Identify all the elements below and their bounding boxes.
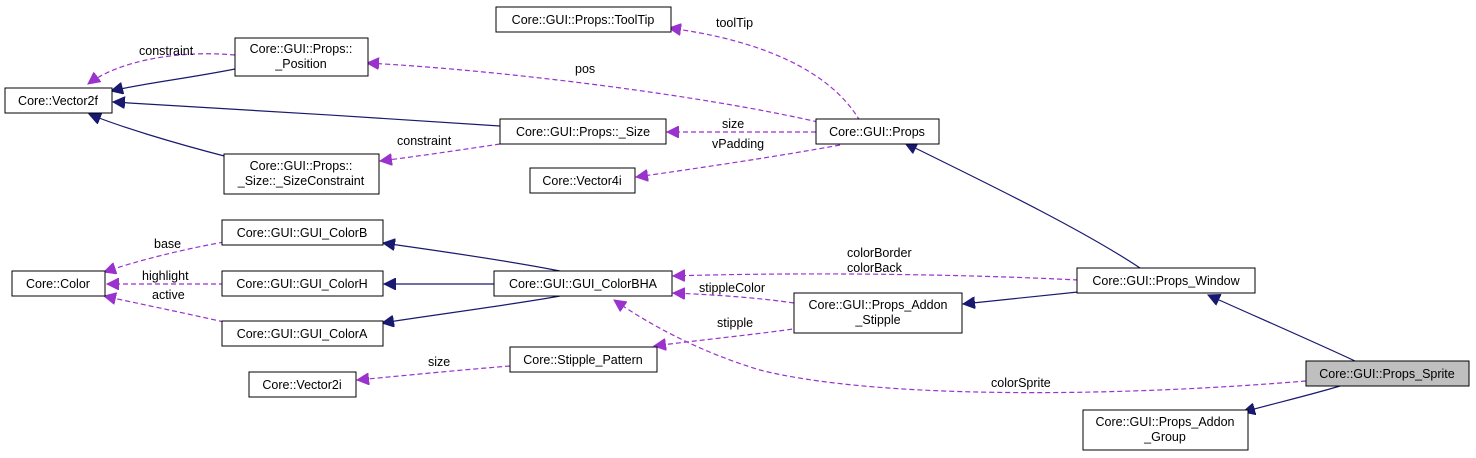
svg-text:Core::GUI::Props_Sprite: Core::GUI::Props_Sprite: [1319, 367, 1455, 381]
svg-text:Core::GUI::GUI_ColorB: Core::GUI::GUI_ColorB: [237, 226, 368, 240]
edge-sizeconstraint-to-vector2f: [89, 114, 229, 158]
edge-props-sprite-colorsprite: [614, 300, 1307, 394]
svg-text:Core::GUI::GUI_ColorBHA: Core::GUI::GUI_ColorBHA: [509, 277, 658, 291]
node-props[interactable]: Core::GUI::Props: [815, 118, 940, 145]
node-addon-group[interactable]: Core::GUI::Props_Addon _Group: [1082, 409, 1249, 451]
node-props-sprite[interactable]: Core::GUI::Props_Sprite: [1305, 360, 1470, 387]
svg-text:_Stipple: _Stipple: [854, 313, 900, 327]
edge-colora-active: [104, 296, 225, 323]
edge-position-to-vector2f: [111, 68, 236, 91]
edge-size-constraint: [380, 143, 501, 161]
edge-props-tooltip: [669, 28, 861, 122]
label-active: active: [152, 288, 185, 302]
svg-text:Core::GUI::Props::: Core::GUI::Props::: [250, 159, 353, 173]
label-color-sprite: colorSprite: [991, 376, 1051, 390]
edge-colorb-base: [104, 241, 225, 272]
label-pattern-size: size: [428, 355, 450, 369]
node-addon-stipple[interactable]: Core::GUI::Props_Addon _Stipple: [793, 292, 963, 334]
label-stipple: stipple: [717, 316, 753, 330]
edge-props-window-to-addon-stipple: [963, 291, 1079, 304]
edge-props-window-to-props: [905, 143, 1141, 269]
edge-addon-stipple-stipple: [654, 327, 801, 346]
svg-text:_Position: _Position: [274, 57, 326, 71]
node-colorb[interactable]: Core::GUI::GUI_ColorB: [221, 219, 384, 246]
svg-text:Core::GUI::Props::_Size: Core::GUI::Props::_Size: [516, 125, 650, 139]
svg-text:Core::GUI::GUI_ColorH: Core::GUI::GUI_ColorH: [236, 277, 367, 291]
label-pos: pos: [575, 62, 595, 76]
node-position[interactable]: Core::GUI::Props:: _Position: [234, 37, 369, 77]
node-colora[interactable]: Core::GUI::GUI_ColorA: [221, 320, 384, 347]
svg-text:Core::GUI::Props::ToolTip: Core::GUI::Props::ToolTip: [512, 13, 655, 27]
node-stipple-pattern[interactable]: Core::Stipple_Pattern: [509, 346, 658, 373]
svg-text:Core::GUI::Props_Addon: Core::GUI::Props_Addon: [809, 298, 948, 312]
label-highlight: highlight: [142, 269, 189, 283]
node-vector2i[interactable]: Core::Vector2i: [248, 371, 357, 398]
svg-text:Core::Stipple_Pattern: Core::Stipple_Pattern: [523, 353, 643, 367]
label-color-border: colorBorder: [847, 246, 912, 260]
svg-text:_Size::_SizeConstraint: _Size::_SizeConstraint: [237, 174, 365, 188]
node-colorbha[interactable]: Core::GUI::GUI_ColorBHA: [493, 270, 673, 297]
edge-stipple-pattern-size: [357, 365, 511, 380]
edge-position-constraint: [88, 53, 236, 84]
svg-text:Core::Color: Core::Color: [26, 277, 90, 291]
label-size-constraint: constraint: [397, 134, 452, 148]
edge-addon-stipple-stipplecolor: [673, 293, 795, 304]
edge-colorbha-to-colorb: [383, 243, 561, 272]
edge-size-to-vector2f: [113, 102, 501, 127]
node-size[interactable]: Core::GUI::Props::_Size: [499, 118, 667, 145]
edge-props-sprite-to-props-window: [1208, 295, 1356, 362]
edge-colorbha-to-colora: [382, 295, 561, 323]
svg-text:Core::Vector2i: Core::Vector2i: [262, 378, 341, 392]
node-sizeconstraint[interactable]: Core::GUI::Props:: _Size::_SizeConstrain…: [223, 153, 380, 195]
label-stipple-color: stippleColor: [699, 281, 765, 295]
node-props-window[interactable]: Core::GUI::Props_Window: [1076, 267, 1256, 294]
edge-props-window-color: [673, 274, 1079, 280]
edge-props-sprite-to-addon-group: [1243, 385, 1341, 412]
label-color-back: colorBack: [847, 261, 903, 275]
node-vector4i[interactable]: Core::Vector4i: [529, 167, 636, 194]
svg-text:_Group: _Group: [1143, 430, 1186, 444]
node-vector2f[interactable]: Core::Vector2f: [4, 87, 113, 114]
svg-text:Core::GUI::Props: Core::GUI::Props: [829, 125, 925, 139]
label-position-constraint: constraint: [139, 44, 194, 58]
label-base: base: [154, 237, 181, 251]
svg-text:Core::GUI::Props_Window: Core::GUI::Props_Window: [1092, 274, 1240, 288]
label-vpadding: vPadding: [712, 137, 764, 151]
node-color[interactable]: Core::Color: [11, 270, 106, 297]
svg-text:Core::Vector2f: Core::Vector2f: [18, 94, 98, 108]
node-colorh[interactable]: Core::GUI::GUI_ColorH: [221, 270, 384, 297]
label-size: size: [722, 117, 744, 131]
svg-text:Core::GUI::Props_Addon: Core::GUI::Props_Addon: [1096, 415, 1235, 429]
label-tooltip: toolTip: [716, 16, 753, 30]
svg-text:Core::GUI::Props::: Core::GUI::Props::: [250, 42, 353, 56]
svg-text:Core::GUI::GUI_ColorA: Core::GUI::GUI_ColorA: [237, 327, 368, 341]
svg-text:Core::Vector4i: Core::Vector4i: [542, 174, 621, 188]
node-tooltip[interactable]: Core::GUI::Props::ToolTip: [495, 6, 672, 33]
